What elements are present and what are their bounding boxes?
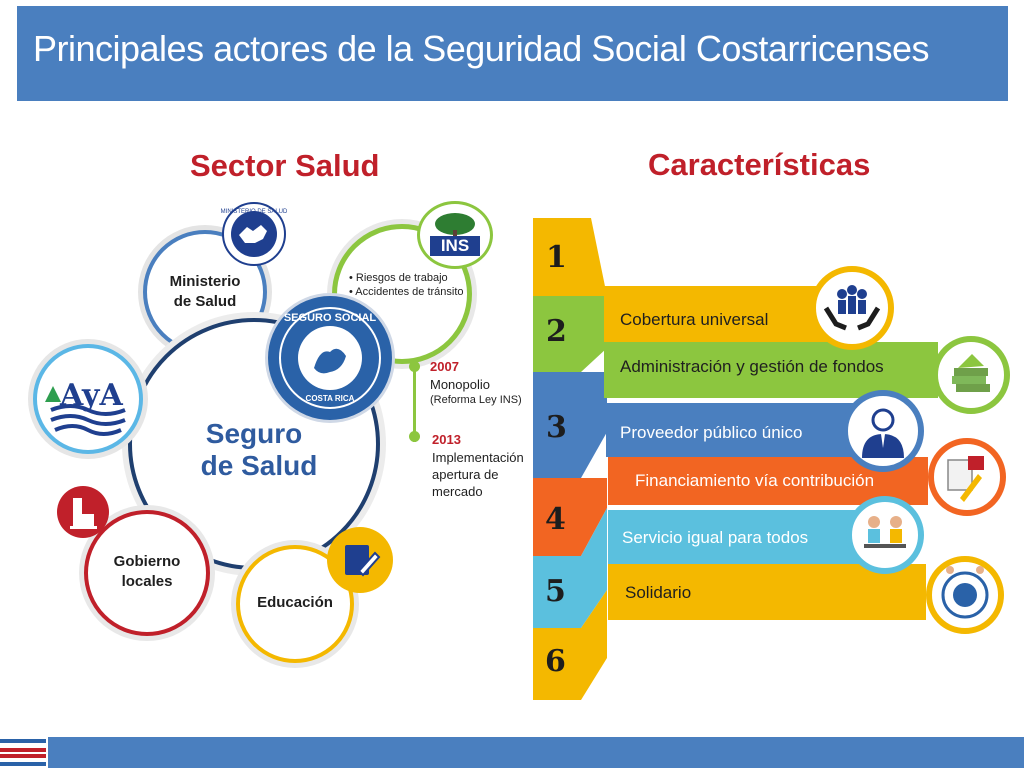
feature-cobertura: Cobertura universal <box>620 310 769 329</box>
timeline-2013-line-1: Implementación <box>432 450 524 465</box>
aya-water-icon <box>45 386 126 436</box>
timeline-dot-2013 <box>409 431 420 442</box>
number-3: 3 <box>546 410 567 445</box>
number-6: 6 <box>545 644 566 679</box>
feature-financiamiento: Financiamiento vía contribución <box>635 471 875 490</box>
timeline-line <box>413 364 416 442</box>
seguro-social-logo-icon: SEGURO SOCIAL COSTA RICA <box>268 296 392 420</box>
ins-logo-icon: INS <box>417 201 493 269</box>
ribbon-3 <box>606 403 868 457</box>
footer-bar <box>48 737 1024 768</box>
seguro-salud-label-1: Seguro <box>205 418 303 449</box>
timeline-year-2007: 2007 <box>430 359 459 374</box>
num-block-2 <box>533 296 581 372</box>
calculator-pen-icon <box>928 438 1006 516</box>
ribbon-5 <box>608 510 870 564</box>
educacion-label: Educación <box>257 594 333 611</box>
num-block-3 <box>533 372 581 478</box>
ministerio-logo-icon: MINISTERIO DE SALUD <box>221 202 287 266</box>
timeline-year-2013: 2013 <box>432 432 461 447</box>
seguro-salud-label-2: de Salud <box>200 450 318 481</box>
number-1: 1 <box>546 240 567 275</box>
timeline-2007-line-2: (Reforma Ley INS) <box>430 394 522 406</box>
header-bar <box>17 6 1008 101</box>
timeline-2013-line-3: mercado <box>432 484 483 499</box>
meeting-icon <box>846 496 924 574</box>
people-hands-icon <box>810 266 894 350</box>
businessman-icon <box>842 390 924 472</box>
costa-rica-flag-icon <box>0 737 46 768</box>
gobierno-label-2: locales <box>121 573 173 590</box>
feature-administracion: Administración y gestión de fondos <box>620 357 884 376</box>
sector-salud-title: Sector Salud <box>190 148 380 183</box>
num-block-6 <box>533 628 581 700</box>
timeline-dot-2007 <box>409 361 420 372</box>
timeline-2013-line-2: apertura de <box>432 467 499 482</box>
gobierno-label-1: Gobierno <box>113 553 181 570</box>
gobierno-circle <box>84 510 210 636</box>
number-4: 4 <box>545 502 566 537</box>
ribbon-6 <box>608 564 926 620</box>
caracteristicas-title: Características <box>648 147 871 182</box>
page-title: Principales actores de la Seguridad Soci… <box>33 28 929 69</box>
money-stack-icon <box>932 336 1010 414</box>
book-pencil-icon <box>327 527 393 593</box>
ministerio-label-1: Ministerio <box>169 273 241 290</box>
ins-item-riesgos: • Riesgos de trabajo <box>349 272 448 284</box>
timeline-2007-line-1: Monopolio <box>430 377 490 392</box>
num-block-4 <box>533 478 581 556</box>
feature-solidario: Solidario <box>625 583 692 602</box>
ministerio-label-2: de Salud <box>173 293 237 310</box>
building-icon <box>57 486 109 538</box>
aya-logo-text: AyA <box>60 378 123 413</box>
num-block-1 <box>533 218 581 296</box>
ribbon-2 <box>604 342 938 398</box>
num-block-5 <box>533 556 581 628</box>
number-2: 2 <box>546 314 567 349</box>
feature-servicio: Servicio igual para todos <box>622 528 809 547</box>
ins-item-accidentes: • Accidentes de tránsito <box>349 286 464 298</box>
svg-text:MINISTERIO DE SALUD: MINISTERIO DE SALUD <box>221 209 287 215</box>
fold-shapes <box>581 218 607 700</box>
feature-proveedor: Proveedor público único <box>620 423 803 442</box>
number-5: 5 <box>545 574 566 609</box>
seguro-social-badge-icon <box>926 556 1004 634</box>
